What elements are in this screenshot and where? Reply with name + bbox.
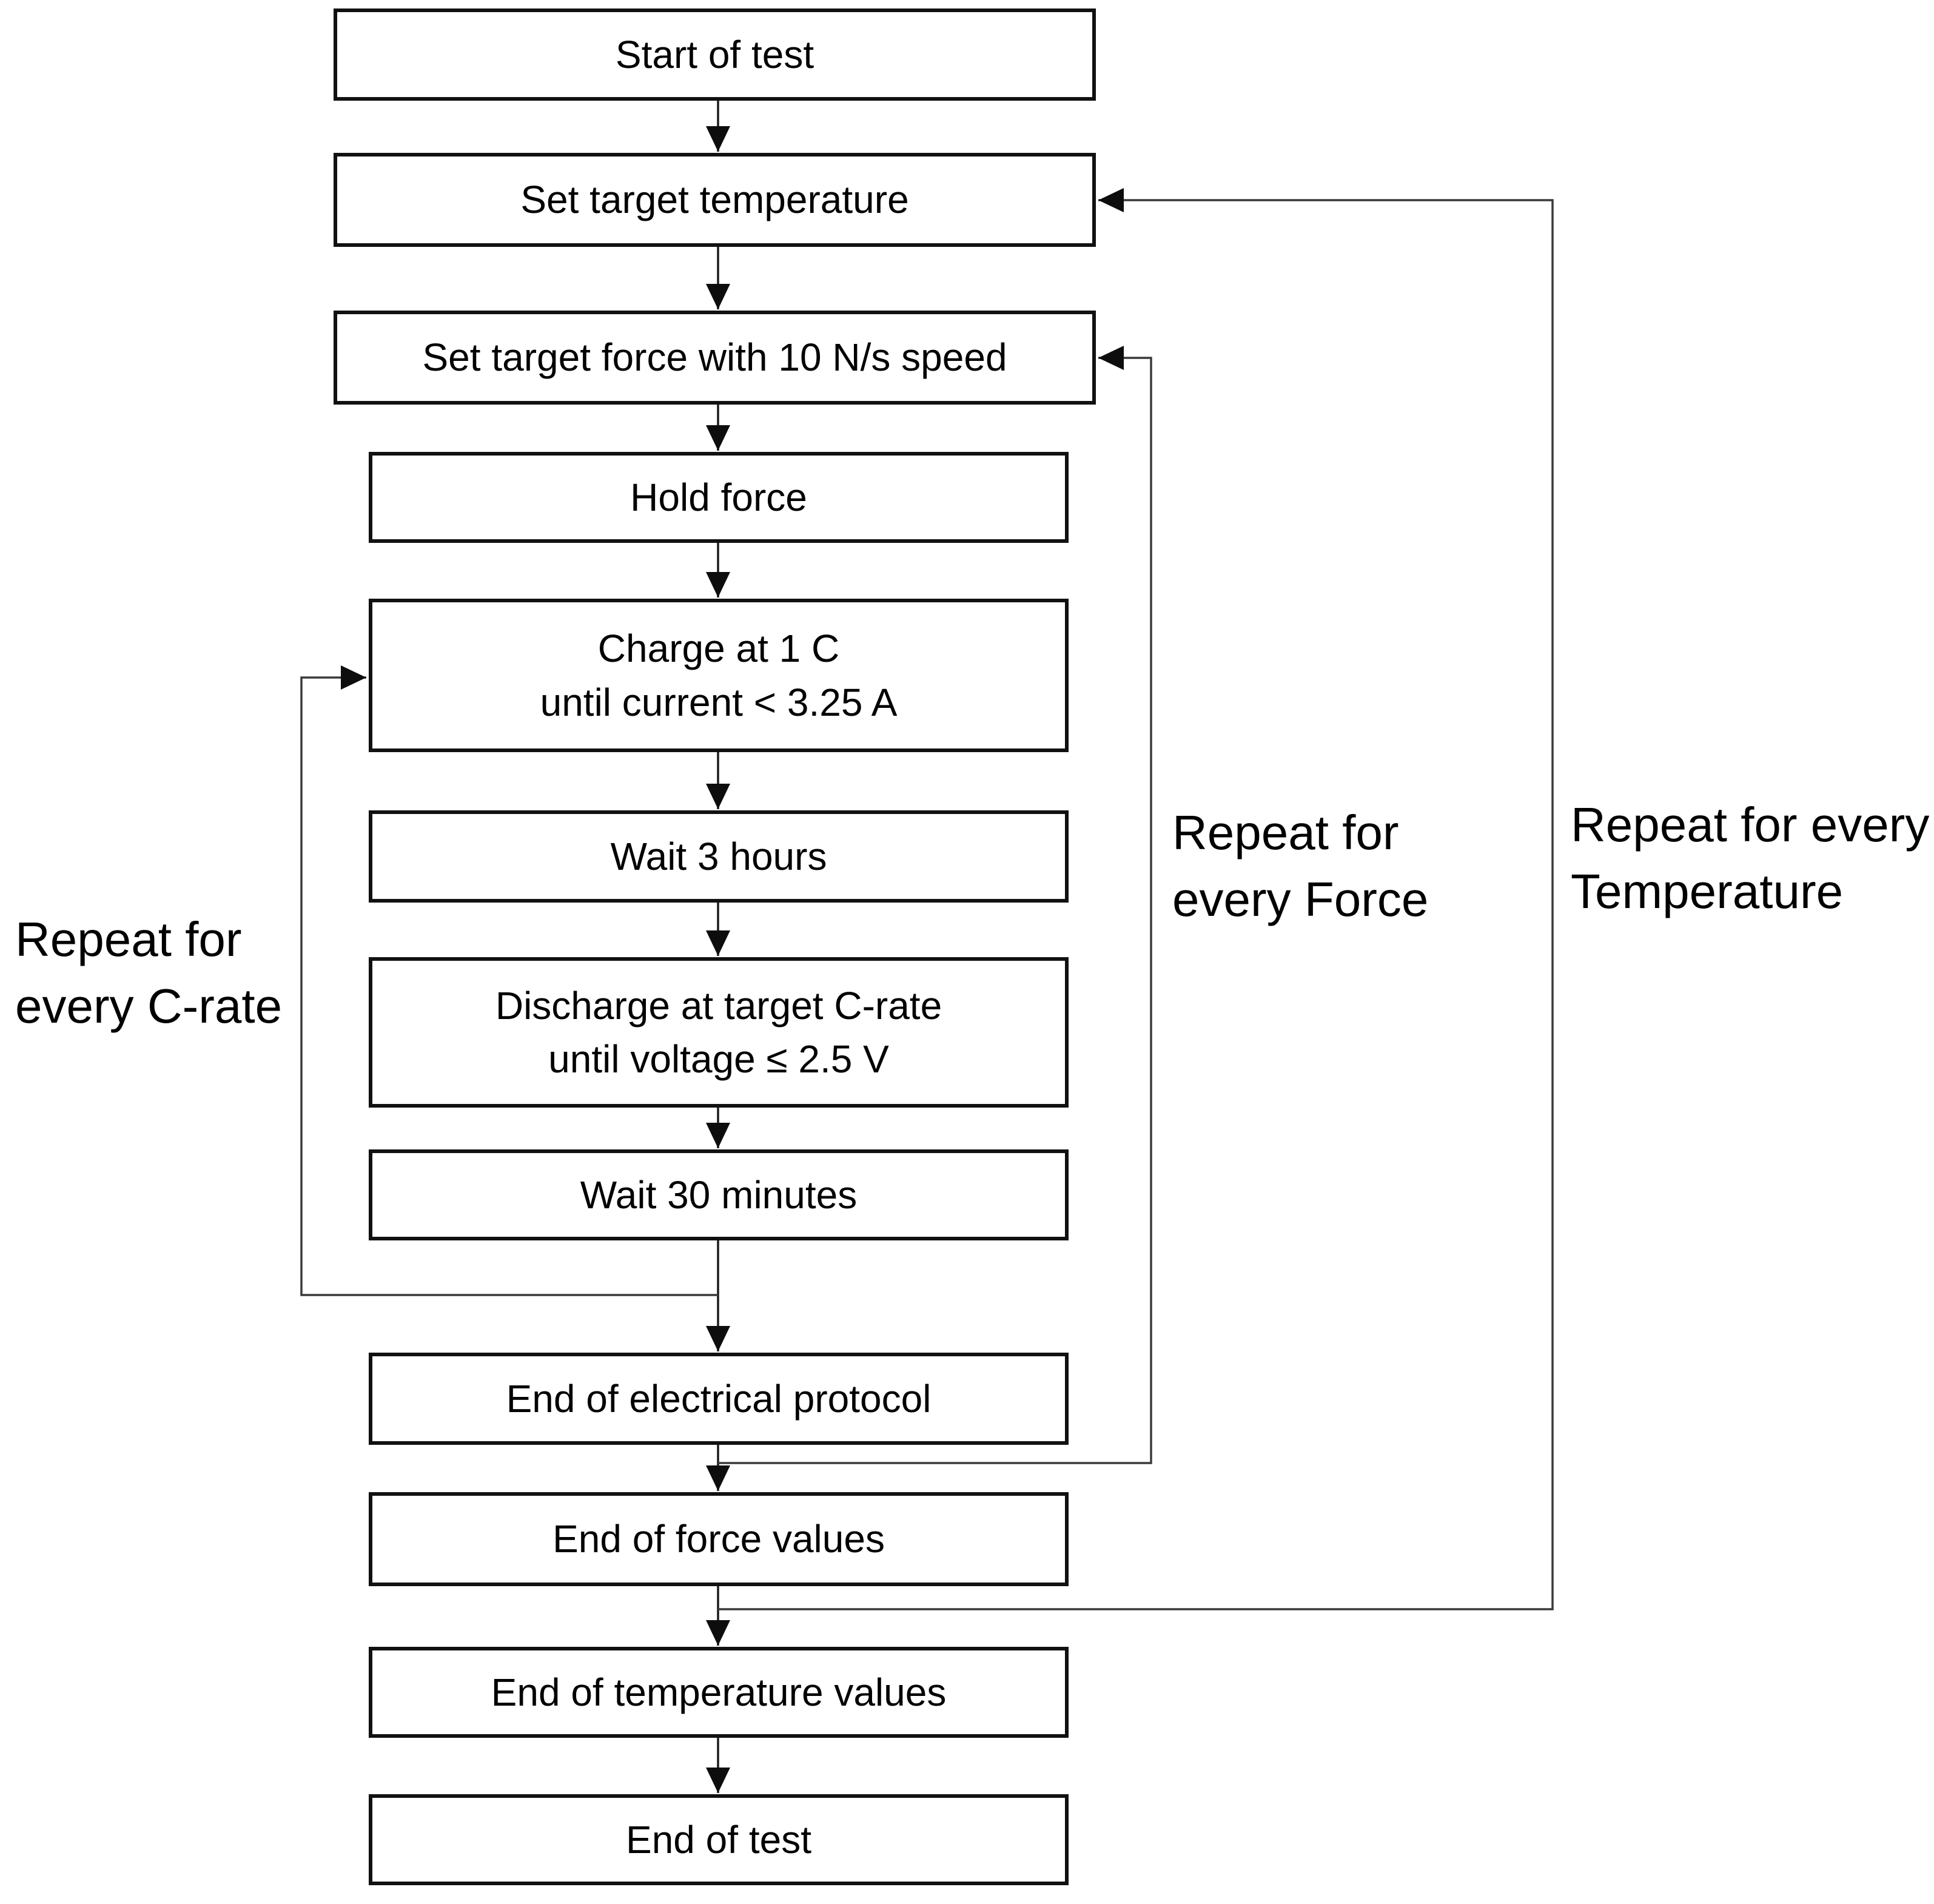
node-label: Discharge at target C-rate	[495, 983, 942, 1028]
node-label: End of electrical protocol	[506, 1376, 932, 1421]
loop-label-line: Repeat for	[1172, 806, 1399, 859]
flow-node-end-of-force-values: End of force values	[369, 1492, 1069, 1586]
loop-label-line: Repeat for	[15, 912, 242, 966]
node-label: End of force values	[552, 1517, 885, 1561]
node-label: End of test	[626, 1817, 811, 1862]
flow-node-end-of-test: End of test	[369, 1794, 1069, 1885]
node-label: Charge at 1 C	[597, 627, 840, 671]
loop-arrow-force	[718, 346, 1152, 1464]
node-label-line2: until current < 3.25 A	[540, 680, 898, 724]
flow-node-start-of-test: Start of test	[334, 8, 1096, 101]
node-label: Start of test	[615, 32, 814, 76]
flow-node-charge: Charge at 1 C until current < 3.25 A	[369, 599, 1069, 752]
loop-label-temperature: Repeat for every Temperature	[1571, 792, 1929, 926]
flow-node-hold-force: Hold force	[369, 452, 1069, 543]
loop-label-line: every Force	[1172, 872, 1429, 927]
loop-label-c-rate: Repeat for every C-rate	[15, 906, 282, 1040]
node-label: Set target force with 10 N/s speed	[422, 335, 1007, 380]
loop-arrow-c-rate	[300, 665, 718, 1296]
flow-node-end-of-temperature-values: End of temperature values	[369, 1647, 1069, 1738]
loop-arrow-temperature	[718, 188, 1554, 1610]
node-label: End of temperature values	[491, 1670, 947, 1714]
node-label-line2: until voltage ≤ 2.5 V	[548, 1037, 889, 1081]
flow-node-discharge: Discharge at target C-rate until voltage…	[369, 957, 1069, 1108]
loop-label-line: Repeat for every	[1571, 798, 1930, 852]
node-label: Set target temperature	[520, 178, 909, 222]
flow-node-wait-3-hours: Wait 3 hours	[369, 810, 1069, 903]
node-label: Hold force	[630, 475, 807, 519]
flow-node-set-target-temperature: Set target temperature	[334, 153, 1096, 247]
loop-label-line: Temperature	[1571, 864, 1844, 919]
flow-node-end-of-electrical-protocol: End of electrical protocol	[369, 1353, 1069, 1445]
loop-label-force: Repeat for every Force	[1172, 799, 1428, 933]
node-label: Wait 30 minutes	[580, 1172, 858, 1217]
loop-label-line: every C-rate	[15, 979, 283, 1034]
node-label: Wait 3 hours	[610, 834, 827, 878]
flow-node-wait-30-minutes: Wait 30 minutes	[369, 1149, 1069, 1240]
flow-node-set-target-force: Set target force with 10 N/s speed	[334, 311, 1096, 405]
